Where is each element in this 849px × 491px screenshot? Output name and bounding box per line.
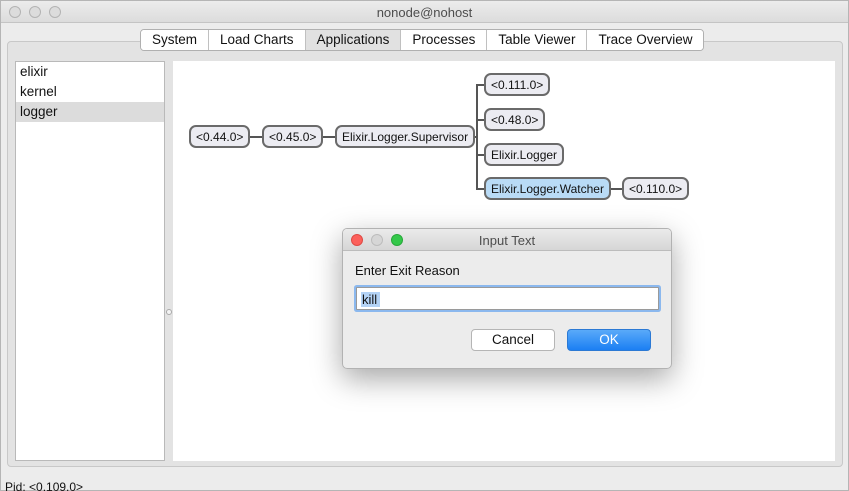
list-item-elixir[interactable]: elixir [20,64,48,79]
zoom-icon[interactable] [391,234,403,246]
tab-table-viewer[interactable]: Table Viewer [487,30,588,50]
title-bar[interactable]: nonode@nohost [1,1,848,23]
tab-applications[interactable]: Applications [305,30,402,50]
tree-edge [243,136,263,138]
tree-node-root[interactable]: <0.44.0> [189,125,251,148]
close-window-icon[interactable] [9,6,21,18]
tree-node-watcher[interactable]: Elixir.Logger.Watcher [484,177,611,200]
splitter-handle[interactable] [166,309,172,315]
tab-trace-overview[interactable]: Trace Overview [587,30,704,50]
list-item-kernel[interactable]: kernel [20,84,57,99]
ok-button[interactable]: OK [567,329,651,351]
exit-reason-value: kill [362,292,378,307]
tab-system[interactable]: System [141,30,210,50]
window-title: nonode@nohost [376,5,473,20]
minimize-window-icon[interactable] [29,6,41,18]
close-icon[interactable] [351,234,363,246]
tree-node-child[interactable]: <0.45.0> [262,125,324,148]
tree-node-pid48[interactable]: <0.48.0> [484,108,546,131]
text-selection-highlight [361,292,380,307]
tab-processes[interactable]: Processes [401,30,488,50]
tree-node-pid110[interactable]: <0.110.0> [622,177,690,200]
exit-reason-label: Enter Exit Reason [355,263,460,278]
cancel-button[interactable]: Cancel [471,329,555,351]
tree-edge [476,188,485,190]
dialog-title: Input Text [478,233,536,248]
tree-node-pid111[interactable]: <0.111.0> [484,73,551,96]
exit-reason-input[interactable] [356,287,659,310]
tree-edge [320,136,336,138]
tab-bar: System Load Charts Applications Processe… [140,29,705,51]
list-item-logger[interactable]: logger [16,102,164,122]
tree-node-logger[interactable]: Elixir.Logger [484,143,565,166]
minimize-icon [371,234,383,246]
tab-load-charts[interactable]: Load Charts [209,30,306,50]
dialog-title-bar[interactable]: Input Text [343,229,671,251]
tree-edge [476,84,485,86]
input-text-dialog: Input Text Enter Exit Reason kill Cancel… [342,228,672,369]
application-list[interactable]: elixir kernel logger [15,61,165,461]
tree-edge [608,188,623,190]
tree-node-supervisor[interactable]: Elixir.Logger.Supervisor [335,125,476,148]
zoom-window-icon[interactable] [49,6,61,18]
tree-edge [476,154,485,156]
tree-edge [476,84,478,190]
status-bar: Pid: <0.109.0> [5,480,84,491]
tree-edge [476,119,485,121]
